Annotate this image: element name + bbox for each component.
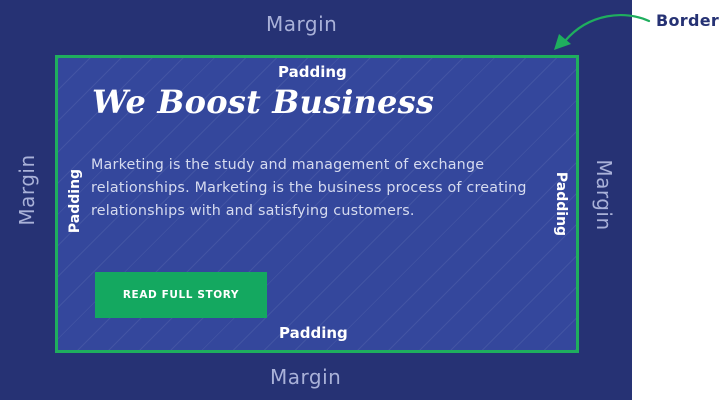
read-full-story-button[interactable]: READ FULL STORY xyxy=(95,272,267,318)
curved-arrow-icon xyxy=(554,14,651,50)
margin-label-bottom: Margin xyxy=(270,365,342,389)
margin-label-right: Margin xyxy=(592,159,616,231)
body-text: Marketing is the study and management of… xyxy=(91,157,527,219)
padding-label-left: Padding xyxy=(67,168,83,234)
padding-label-right: Padding xyxy=(553,171,569,237)
border-label: Border xyxy=(656,11,720,30)
padding-label-bottom: Padding xyxy=(279,324,348,342)
arrow-shaft xyxy=(563,14,651,43)
margin-label-top: Margin xyxy=(266,12,338,36)
arrow-head xyxy=(554,34,571,50)
headline: We Boost Business xyxy=(92,83,435,121)
padding-label-top: Padding xyxy=(278,63,347,81)
bordered-content-box: Padding Padding Padding Padding We Boost… xyxy=(55,55,579,353)
margin-area: Margin Margin Margin Margin Padding Padd… xyxy=(0,0,632,400)
margin-label-left: Margin xyxy=(15,154,39,226)
